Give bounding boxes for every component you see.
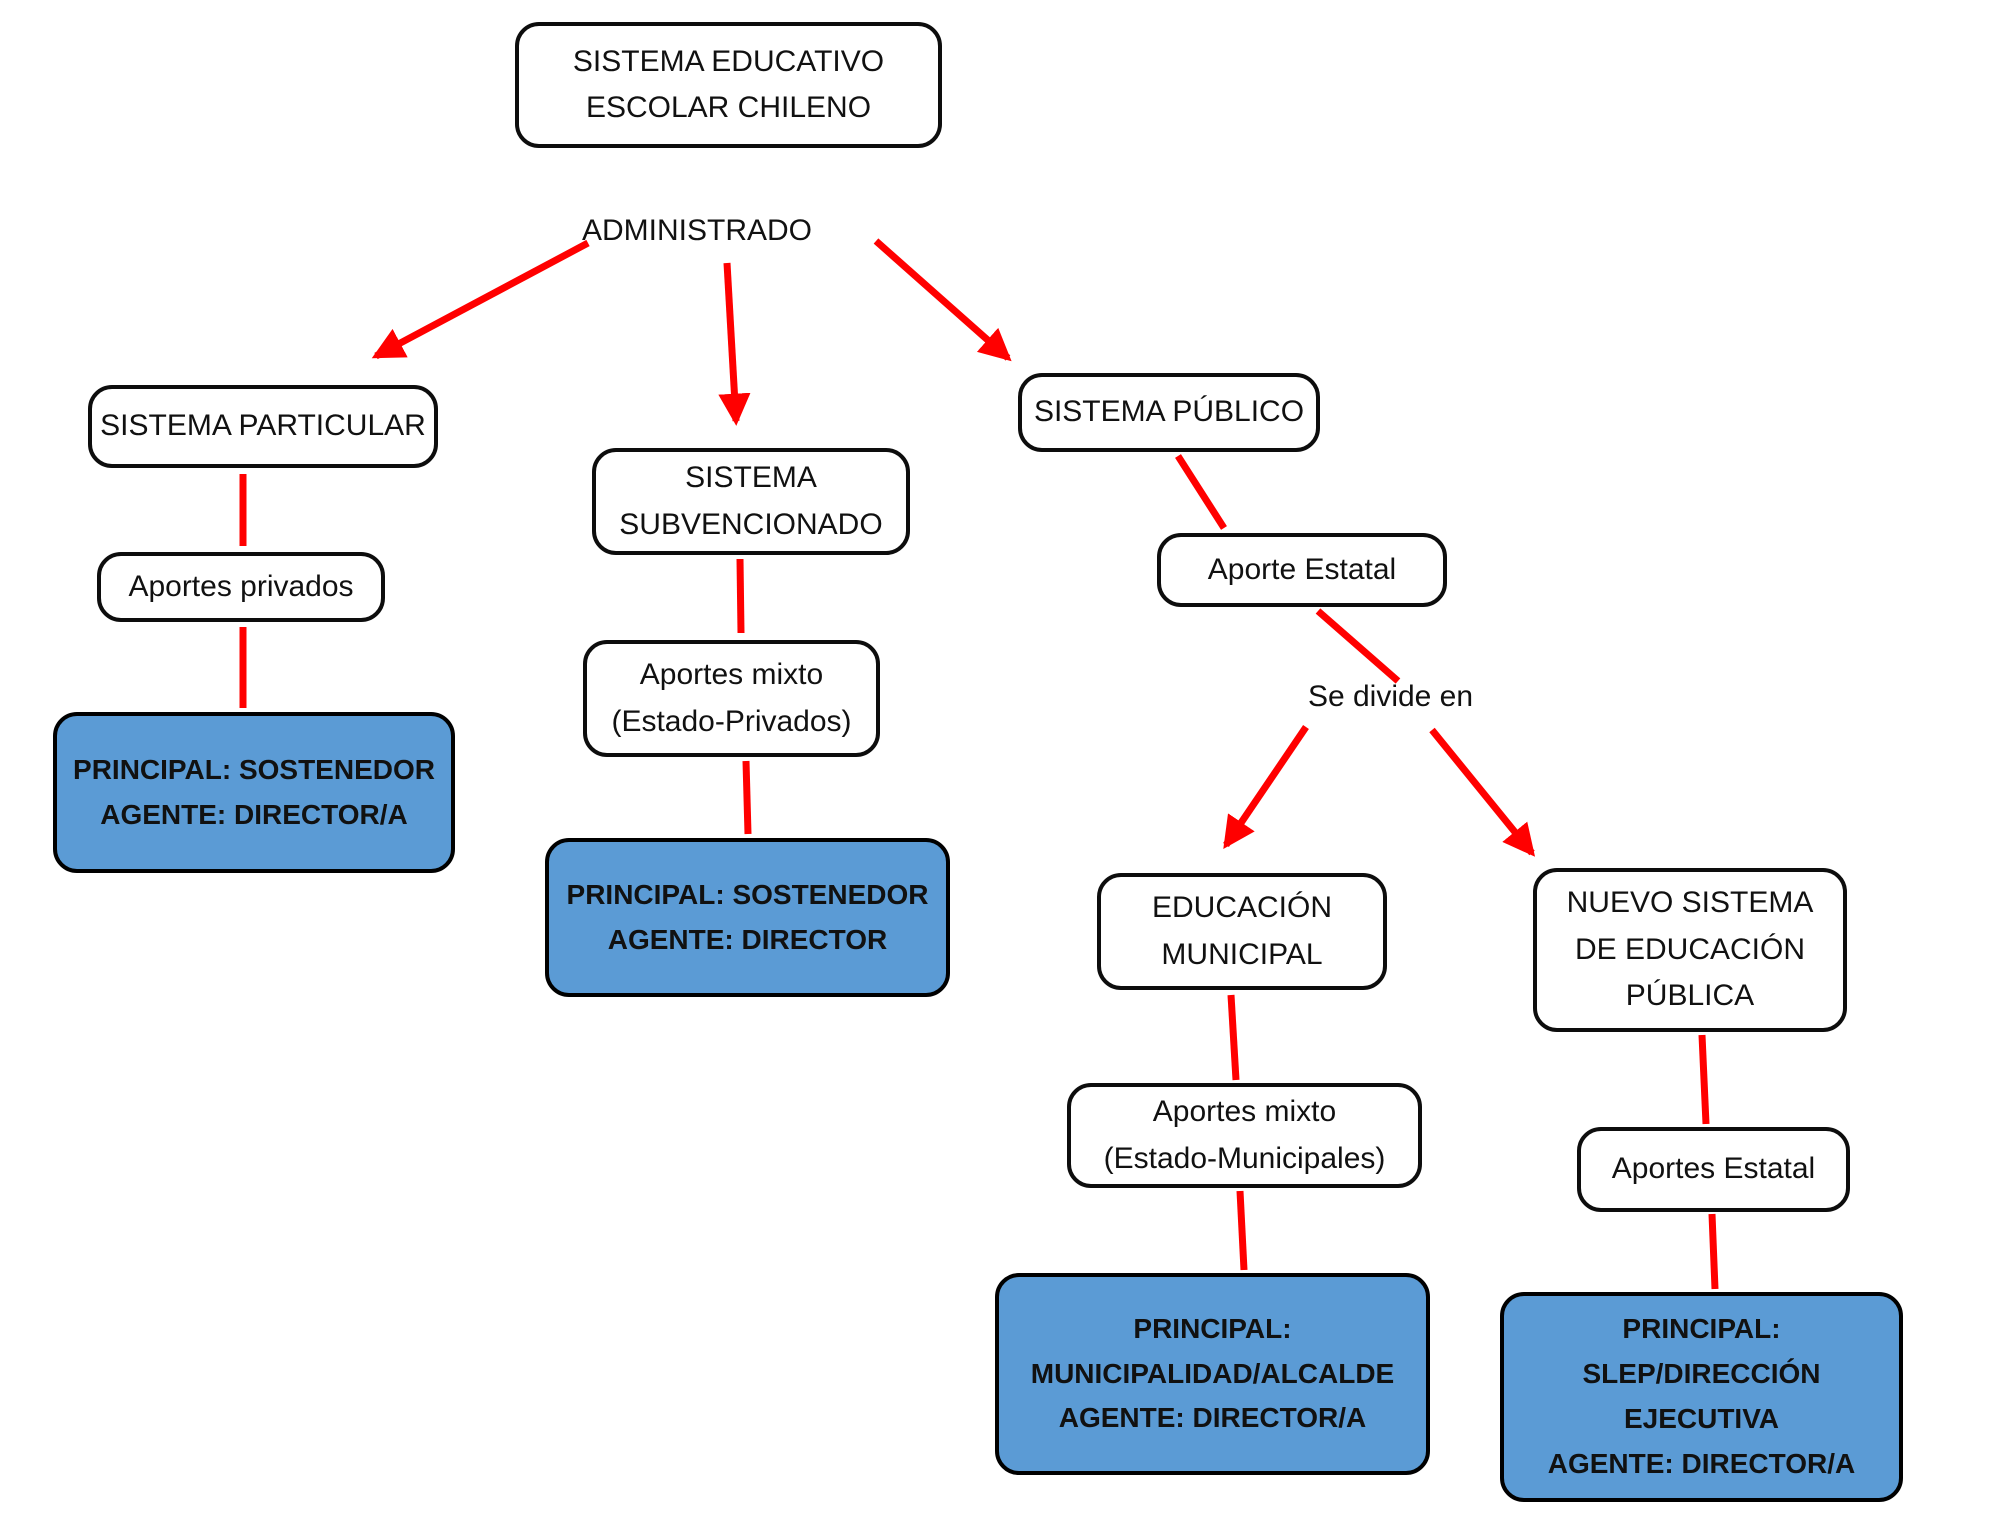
edge-aportes-estatal-to-principal-slep [1708, 1213, 1719, 1290]
node-sistema-subvencionado: SISTEMA SUBVENCIONADO [592, 448, 910, 555]
node-sistema-publico: SISTEMA PÚBLICO [1018, 373, 1320, 452]
label-administrado: ADMINISTRADO [581, 213, 812, 247]
node-nuevo-sistema-educacion-publica: NUEVO SISTEMA DE EDUCACIÓN PÚBLICA [1533, 868, 1847, 1032]
label-se-divide-en: Se divide en [1307, 679, 1474, 713]
node-aportes-privados: Aportes privados [97, 552, 385, 622]
edge-administrado-to-sistema-particular [371, 239, 590, 360]
node-aporte-estatal: Aporte Estatal [1157, 533, 1447, 607]
edge-sistema-subvencionado-to-aportes-mixto [736, 558, 745, 634]
edge-administrado-to-sistema-publico [873, 238, 1012, 362]
edge-se-divide-en-to-educacion-municipal [1223, 725, 1309, 849]
edge-se-divide-en-to-nuevo-sistema [1429, 727, 1536, 857]
node-sistema-educativo-escolar-chileno: SISTEMA EDUCATIVO ESCOLAR CHILENO [515, 22, 942, 148]
edge-aporte-estatal-to-se-divide-en [1315, 608, 1401, 684]
node-principal-sostenedor-director: PRINCIPAL: SOSTENEDOR AGENTE: DIRECTOR [545, 838, 950, 997]
node-principal-slep-direccion-ejecutiva: PRINCIPAL: SLEP/DIRECCIÓN EJECUTIVA AGEN… [1500, 1292, 1903, 1502]
node-aportes-estatal: Aportes Estatal [1577, 1127, 1850, 1212]
node-aportes-mixto-estado-privados: Aportes mixto (Estado-Privados) [583, 640, 880, 757]
edge-administrado-to-sistema-subvencionado [718, 262, 751, 426]
edge-nuevo-sistema-to-aportes-estatal [1698, 1034, 1710, 1125]
node-sistema-particular: SISTEMA PARTICULAR [88, 385, 438, 468]
edge-aportes-mixto-municipales-to-principal-municipal [1236, 1190, 1248, 1271]
node-principal-municipalidad-alcalde: PRINCIPAL: MUNICIPALIDAD/ALCALDE AGENTE:… [995, 1273, 1430, 1475]
edge-aportes-mixto-to-principal-subvencionado [742, 760, 752, 835]
edge-sistema-publico-to-aporte-estatal [1175, 454, 1227, 530]
node-educacion-municipal: EDUCACIÓN MUNICIPAL [1097, 873, 1387, 990]
node-aportes-mixto-estado-municipales: Aportes mixto (Estado-Municipales) [1067, 1083, 1422, 1188]
node-principal-sostenedor-director-a: PRINCIPAL: SOSTENEDOR AGENTE: DIRECTOR/A [53, 712, 455, 873]
edge-educacion-municipal-to-aportes-mixto-municipales [1227, 994, 1240, 1081]
